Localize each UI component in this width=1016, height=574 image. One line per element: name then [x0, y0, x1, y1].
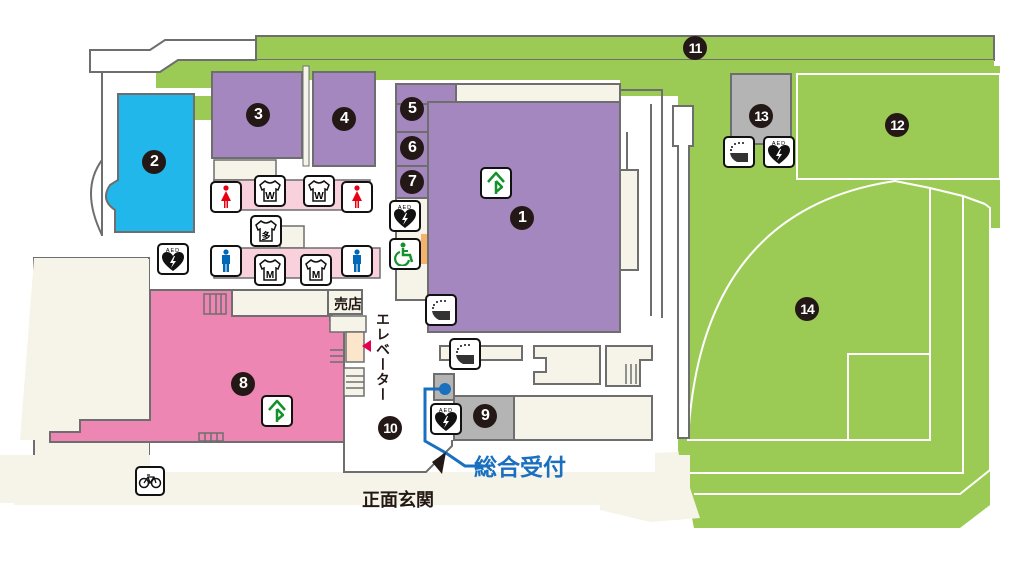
mens-restroom-icon[interactable] [341, 245, 373, 277]
mens-restroom-icon[interactable] [210, 245, 242, 277]
main-entrance-label: 正面玄関 [362, 490, 434, 511]
elevator-marker-icon [362, 340, 371, 352]
shop-label: 売店 [334, 297, 362, 313]
marker-8[interactable]: 8 [231, 372, 255, 396]
accessible-restroom-icon[interactable] [389, 238, 421, 270]
aed-icon[interactable]: AED [157, 243, 189, 275]
tatami-room-icon[interactable] [723, 136, 755, 168]
womens-changing-room-icon[interactable]: W [254, 175, 286, 207]
marker-4[interactable]: 4 [332, 107, 356, 131]
marker-13[interactable]: 13 [749, 104, 773, 128]
svg-text:AED: AED [398, 205, 412, 211]
marker-11[interactable]: 11 [683, 36, 707, 60]
reception-pointer-line [423, 387, 490, 468]
building-13 [730, 73, 792, 145]
svg-text:M: M [312, 270, 320, 281]
evacuation-icon[interactable] [261, 395, 293, 427]
elevator-label: エレベーター [374, 312, 390, 402]
mens-changing-room-icon[interactable]: M [300, 254, 332, 286]
svg-text:M: M [266, 270, 274, 281]
reception-dot [439, 383, 451, 395]
multipurpose-changing-room-icon[interactable]: 多 [250, 215, 282, 247]
svg-text:W: W [314, 191, 324, 202]
marker-1[interactable]: 1 [510, 206, 534, 230]
tatami-room-icon[interactable] [449, 338, 481, 370]
womens-restroom-icon[interactable] [210, 181, 242, 213]
marker-12[interactable]: 12 [885, 113, 909, 137]
marker-14[interactable]: 14 [795, 297, 819, 321]
marker-6[interactable]: 6 [400, 136, 424, 160]
marker-5[interactable]: 5 [400, 97, 424, 121]
elevator-box [345, 331, 365, 363]
aed-icon[interactable]: AED [763, 136, 795, 168]
svg-text:AED: AED [166, 248, 180, 254]
bicycle-parking-icon[interactable] [135, 466, 165, 496]
svg-text:AED: AED [439, 408, 453, 414]
marker-7[interactable]: 7 [400, 170, 424, 194]
womens-restroom-icon[interactable] [341, 181, 373, 213]
mens-changing-room-icon[interactable]: M [254, 254, 286, 286]
svg-text:AED: AED [772, 141, 786, 147]
svg-text:W: W [265, 191, 275, 202]
marker-10[interactable]: 10 [378, 416, 402, 440]
evacuation-icon[interactable] [480, 167, 512, 199]
marker-3[interactable]: 3 [246, 103, 270, 127]
aed-icon[interactable]: AED [430, 403, 462, 435]
womens-changing-room-icon[interactable]: W [303, 175, 335, 207]
tatami-room-icon[interactable] [425, 294, 457, 326]
entrance-arrow-icon [432, 452, 446, 474]
reception-label: 総合受付 [474, 455, 566, 481]
marker-9[interactable]: 9 [473, 404, 497, 428]
area-11-strip [255, 35, 995, 61]
svg-text:多: 多 [261, 230, 270, 242]
aed-icon[interactable]: AED [389, 200, 421, 232]
marker-2[interactable]: 2 [142, 150, 166, 174]
